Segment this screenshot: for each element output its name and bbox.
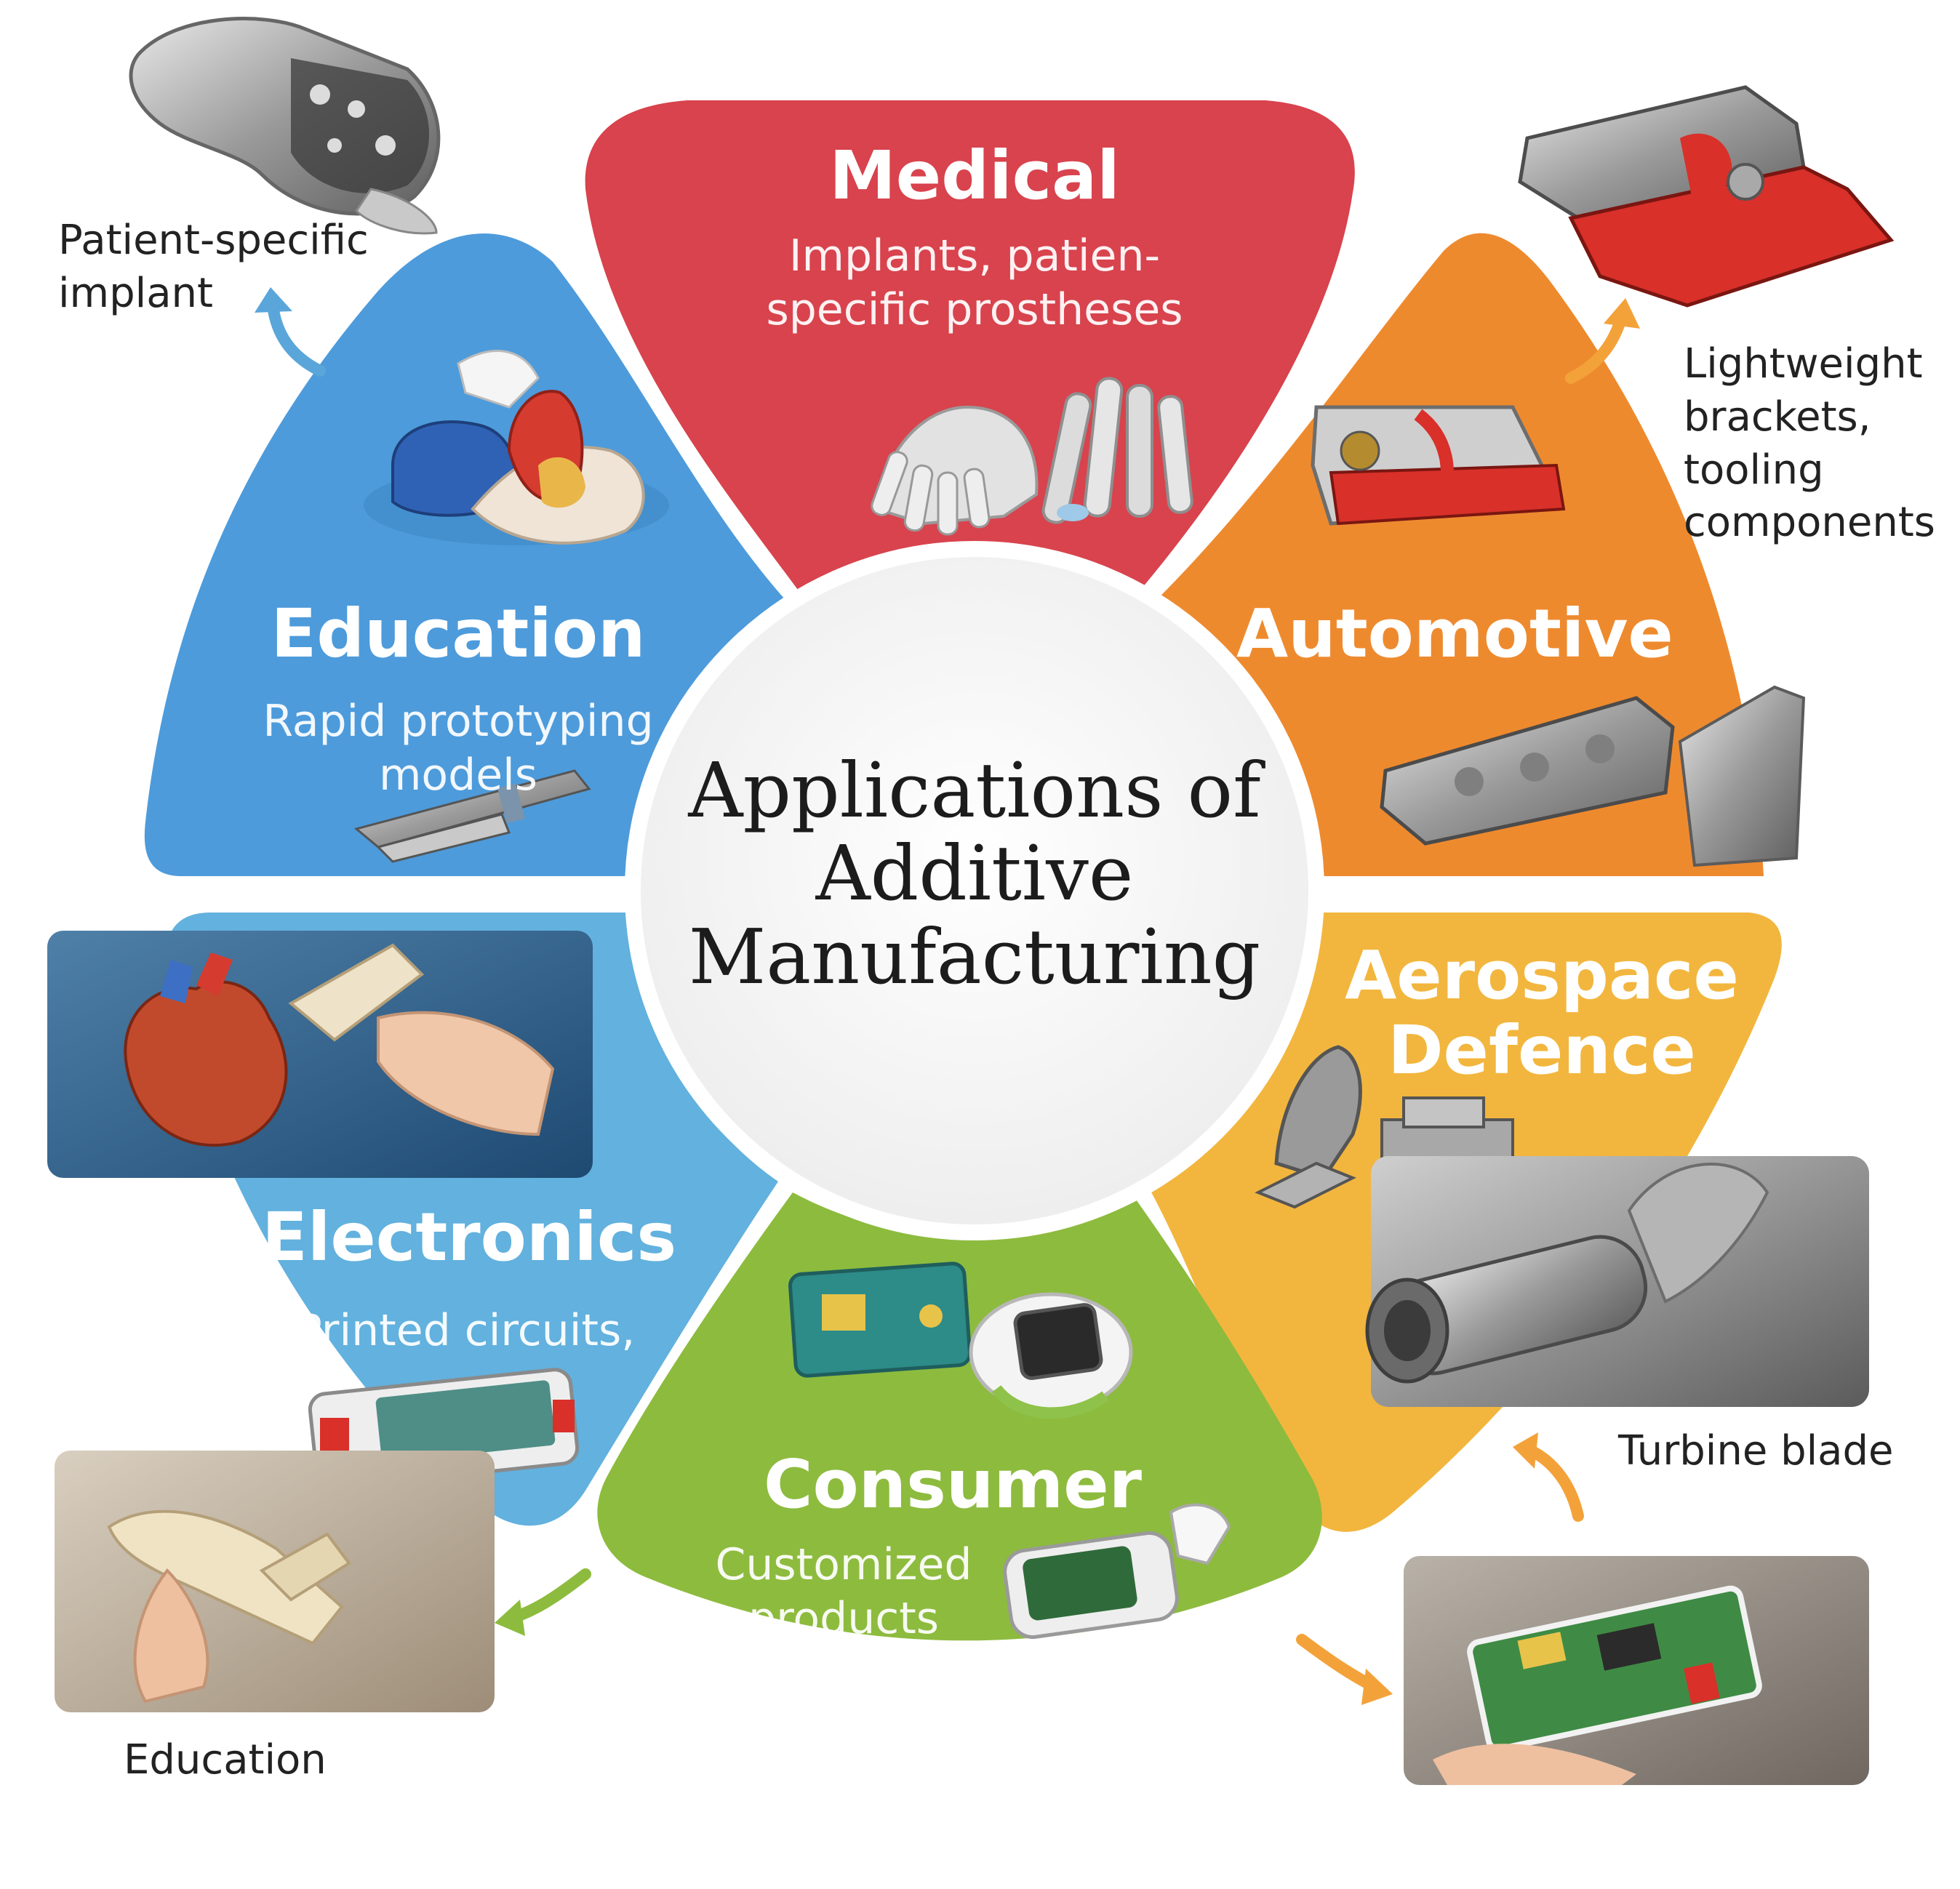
center-circle	[633, 549, 1316, 1232]
education-photo-callout: Education	[124, 1736, 327, 1784]
lightweight-bracket-image	[1518, 85, 1895, 308]
consumer-to-education-arrow	[507, 1568, 591, 1624]
turbine-arrow-head	[1513, 1432, 1538, 1469]
education-sector	[144, 233, 785, 876]
implant-arrow	[267, 300, 326, 377]
implant-callout-line1: Patient-specific	[58, 217, 369, 264]
education-sub-line1: Rapid prototyping	[263, 696, 654, 747]
finger-prosthesis-image	[1041, 377, 1193, 524]
automotive-part-image	[1311, 405, 1566, 526]
turbine-blade-photo	[1365, 1156, 1869, 1407]
brackets-callout-line1: Lightweight	[1684, 340, 1923, 388]
education-photo	[55, 1451, 495, 1712]
electronics-title: Electronics	[262, 1198, 677, 1276]
medical-label: Medical Implants, patien- specific prost…	[742, 138, 1207, 337]
electronics-sub-line1: Printed circuits,	[295, 1305, 636, 1357]
implant-callout-line2: implant	[58, 269, 213, 317]
consumer-sub-line1: Customized	[715, 1539, 972, 1590]
consumer-to-education-arrow-head	[495, 1600, 525, 1636]
aerospace-title-line1: Aerospace	[1345, 937, 1739, 1014]
hand-prosthesis-image	[871, 405, 1039, 536]
aerospace-title-line2: Defence	[1388, 1011, 1696, 1090]
turbine-callout: Turbine blade	[1618, 1427, 1894, 1475]
bracket-image	[1380, 685, 1806, 867]
anatomy-model-image	[364, 350, 669, 545]
surgical-tool-image	[353, 769, 591, 863]
aerospace-label: Aerospace Defence	[1324, 938, 1760, 1088]
center-title-line2: Additive	[815, 829, 1134, 918]
center-title: Applications of Additive Manufacturing	[655, 746, 1295, 1001]
heart-model-photo	[47, 931, 593, 1178]
consumer-title: Consumer	[763, 1445, 1143, 1523]
consumer-sector	[597, 1192, 1322, 1641]
consumer-sub: Customized products	[698, 1538, 989, 1646]
automotive-title: Automotive	[1236, 595, 1673, 673]
printed-circuit-photo	[1404, 1556, 1869, 1785]
medical-sector	[585, 100, 1355, 593]
medical-sub-line1: Implants, patien-	[788, 230, 1161, 282]
center-ring	[625, 541, 1324, 1240]
consumer-sub-line2: products	[748, 1593, 940, 1645]
consumer-to-circuit-arrow	[1296, 1634, 1380, 1693]
brackets-arrow-head	[1604, 298, 1640, 329]
automotive-label: Automotive	[1236, 596, 1673, 671]
education-title: Education	[271, 595, 646, 673]
implant-arrow-head	[255, 287, 292, 313]
brackets-callout: Lightweight brackets, tooling components	[1684, 338, 1945, 550]
turbine-arrow	[1525, 1445, 1584, 1522]
implant-callout: Patient-specific implant	[58, 214, 407, 321]
center-title-line3: Manufacturing	[688, 912, 1261, 1001]
electronics-label: Electronics Printed circuits,	[262, 1198, 677, 1357]
consumer-to-circuit-arrow-head	[1361, 1669, 1393, 1705]
center-title-line1: Applications of	[688, 746, 1261, 835]
brackets-callout-line2: brackets,	[1684, 393, 1871, 441]
medical-title: Medical	[829, 137, 1120, 214]
education-sub-line2: models	[378, 750, 538, 801]
handheld-device-image	[1003, 1503, 1231, 1640]
brackets-callout-line4: components	[1684, 499, 1935, 547]
medical-sub-line2: specific prostheses	[766, 284, 1183, 336]
education-label: Education Rapid prototyping models	[240, 596, 676, 803]
brackets-callout-line3: tooling	[1684, 446, 1824, 494]
consumer-label: Consumer	[698, 1447, 1207, 1522]
wearable-devices-image	[788, 1262, 1133, 1419]
patient-specific-implant-image	[129, 17, 441, 235]
